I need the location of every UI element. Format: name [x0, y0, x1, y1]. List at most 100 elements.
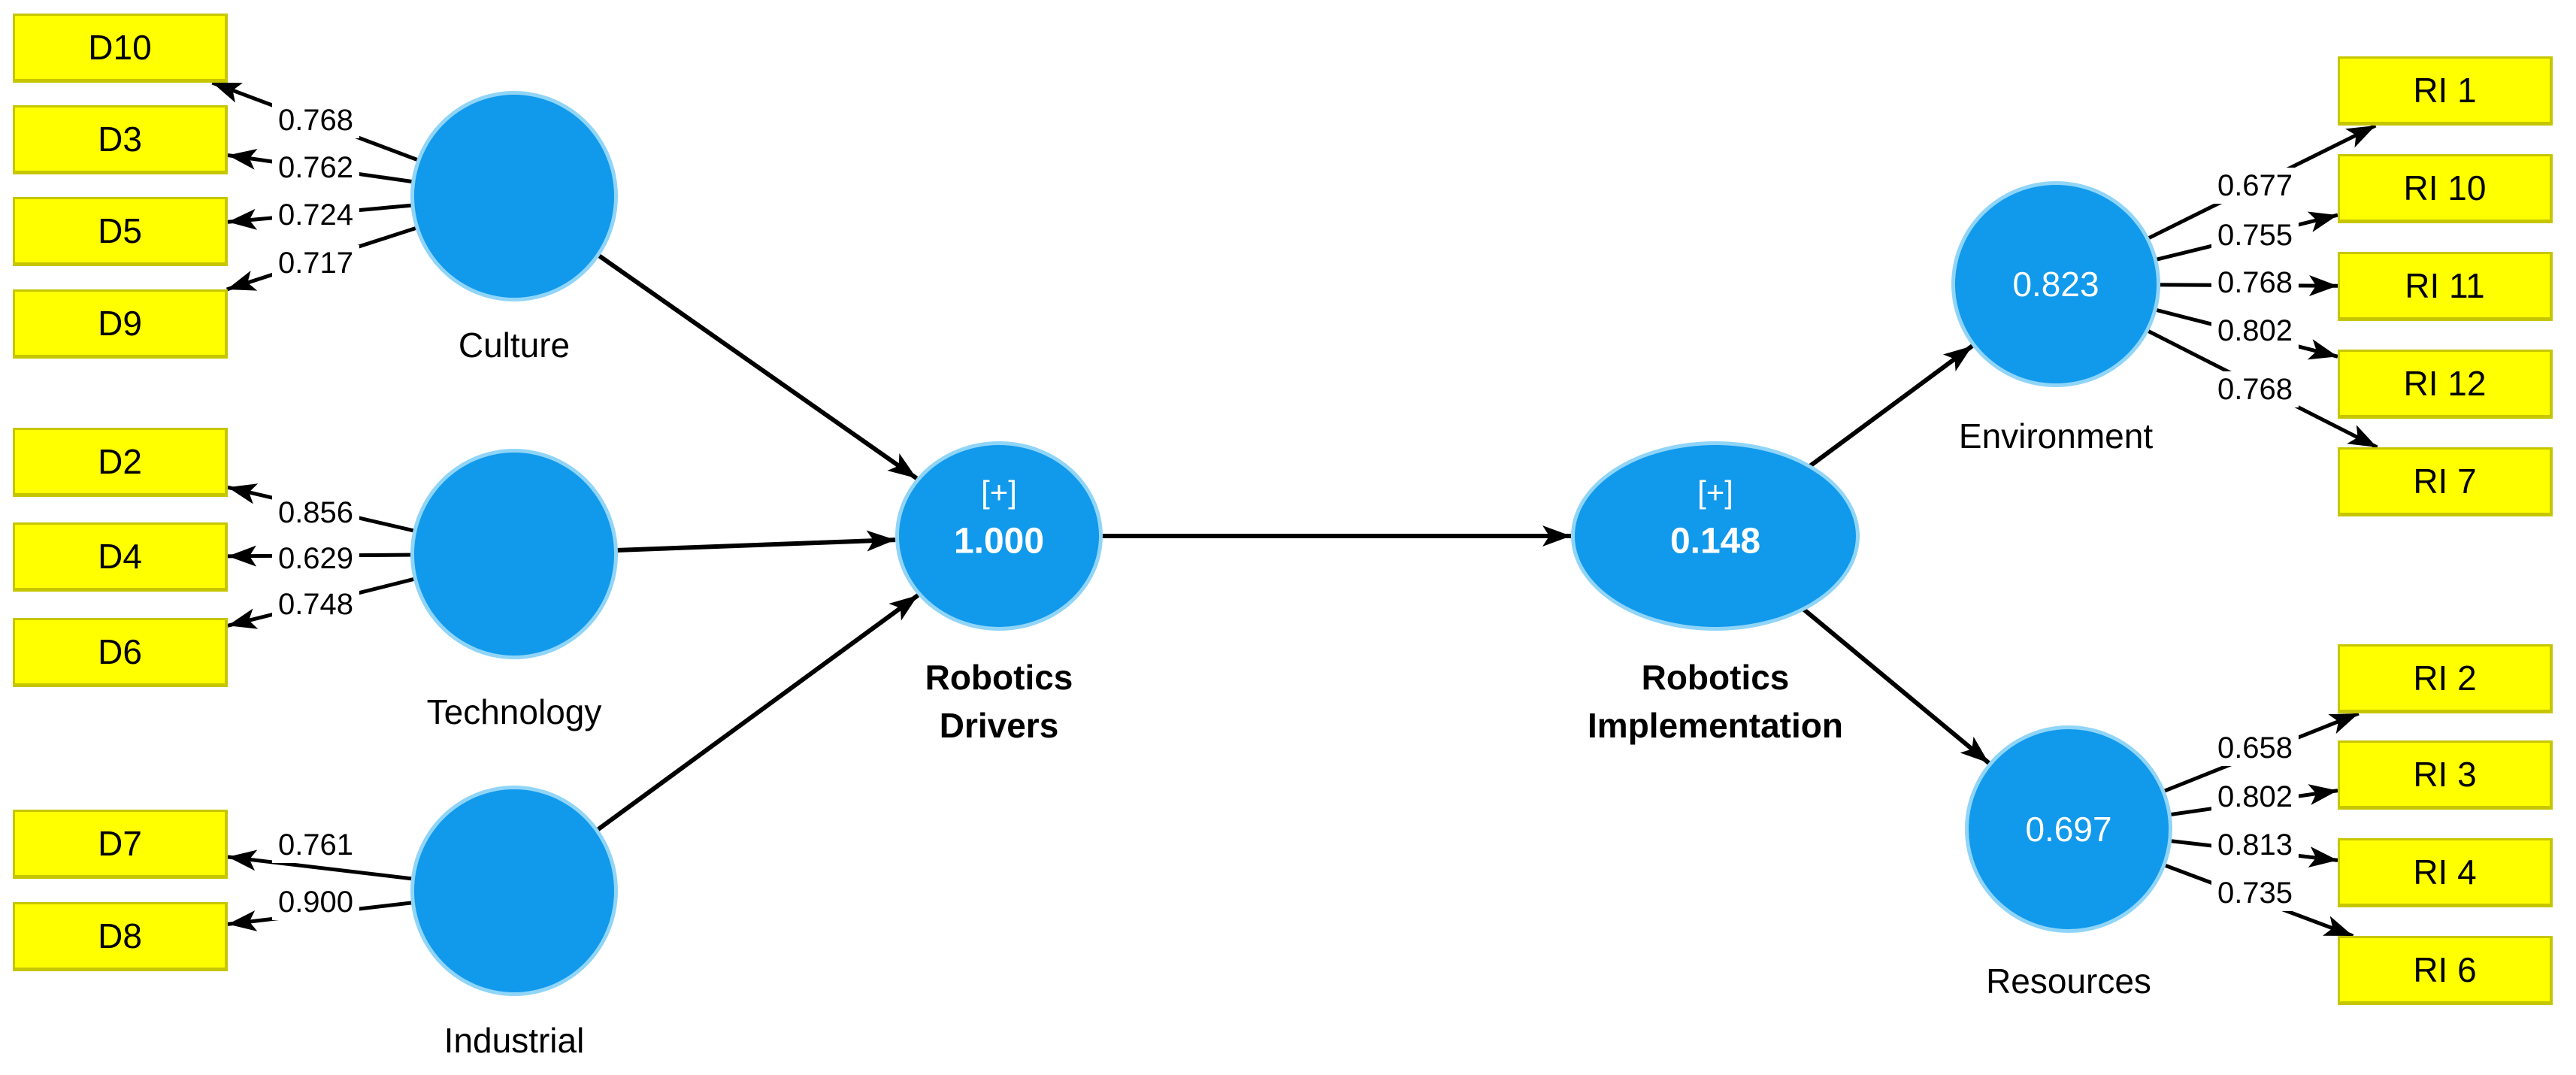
indicator-box-RI11[interactable]: RI 11 — [2338, 252, 2553, 321]
indicator-label: D6 — [98, 632, 142, 671]
construct-label-technology: Technology — [427, 688, 602, 736]
indicator-label: D3 — [98, 120, 142, 159]
loading-value-text: 0.761 — [277, 828, 354, 862]
construct-culture[interactable] — [410, 91, 618, 301]
construct-label-environment: Environment — [1959, 412, 2153, 460]
construct-value: 0.148 — [1669, 521, 1761, 562]
loading-value-text: 0.717 — [277, 247, 354, 280]
loading-value-RI12: 0.802 — [2211, 313, 2299, 349]
loading-value-D6: 0.748 — [271, 586, 360, 622]
loading-value-RI6: 0.735 — [2211, 875, 2299, 911]
loading-value-text: 0.629 — [277, 542, 354, 575]
loading-value-text: 0.768 — [277, 104, 354, 137]
loading-value-D4: 0.629 — [271, 541, 360, 577]
indicator-label: D2 — [98, 442, 142, 481]
loading-value-RI11: 0.768 — [2211, 265, 2299, 301]
loading-value-D10: 0.768 — [271, 102, 360, 138]
indicator-label: D4 — [98, 537, 142, 576]
indicator-box-RI7[interactable]: RI 7 — [2338, 447, 2553, 516]
indicator-label: RI 2 — [2413, 659, 2477, 698]
construct-label-line: Drivers — [939, 706, 1059, 745]
indicator-label: RI 10 — [2403, 168, 2487, 207]
indicator-label: D5 — [98, 211, 142, 250]
indicator-label: D7 — [98, 824, 142, 863]
indicator-box-RI3[interactable]: RI 3 — [2338, 740, 2553, 810]
loading-value-RI2: 0.658 — [2211, 730, 2299, 766]
indicator-label: RI 3 — [2413, 755, 2477, 794]
loading-value-RI1: 0.677 — [2211, 168, 2299, 204]
indicator-box-D3[interactable]: D3 — [13, 105, 228, 174]
loading-value-text: 0.755 — [2217, 219, 2293, 252]
indicator-label: RI 11 — [2405, 266, 2485, 305]
construct-robotics_implementation[interactable]: [+] 0.148 — [1571, 441, 1860, 631]
loading-value-text: 0.677 — [2217, 169, 2293, 202]
loading-value-text: 0.802 — [2217, 314, 2293, 347]
indicator-label: RI 6 — [2413, 950, 2477, 989]
construct-label-line: Culture — [458, 326, 571, 365]
construct-environment[interactable]: 0.823 — [1951, 181, 2160, 387]
construct-industrial[interactable] — [410, 786, 618, 996]
indicator-box-D10[interactable]: D10 — [13, 14, 228, 83]
loading-value-text: 0.802 — [2217, 780, 2293, 813]
loading-value-D8: 0.900 — [271, 884, 360, 920]
indicator-label: RI 7 — [2413, 462, 2477, 501]
loading-value-text: 0.900 — [277, 886, 354, 919]
loading-value-text: 0.724 — [277, 198, 354, 232]
construct-value: 1.000 — [953, 521, 1045, 562]
loading-value-D9: 0.717 — [271, 245, 360, 281]
loading-value-text: 0.856 — [277, 496, 354, 529]
indicator-label: D10 — [88, 28, 152, 67]
construct-label-line: Robotics — [925, 658, 1073, 697]
loading-value-RI3: 0.802 — [2211, 779, 2299, 815]
construct-resources[interactable]: 0.697 — [1965, 725, 2172, 933]
construct-label-line: Implementation — [1588, 706, 1843, 745]
construct-value: 0.823 — [2012, 265, 2099, 304]
construct-label-line: Environment — [1958, 416, 2154, 456]
construct-label-industrial: Industrial — [444, 1016, 585, 1064]
construct-label-line: Robotics — [1641, 658, 1790, 697]
construct-label-culture: Culture — [459, 321, 570, 369]
indicator-box-D6[interactable]: D6 — [13, 618, 228, 687]
indicator-box-RI1[interactable]: RI 1 — [2338, 56, 2553, 126]
loading-value-D3: 0.762 — [271, 150, 360, 186]
weighting-badge: [+] — [1697, 474, 1733, 510]
indicator-box-RI10[interactable]: RI 10 — [2338, 154, 2553, 223]
loading-value-D2: 0.856 — [271, 495, 360, 531]
indicator-box-D5[interactable]: D5 — [13, 197, 228, 266]
indicator-box-RI2[interactable]: RI 2 — [2338, 644, 2553, 713]
loading-value-RI4: 0.813 — [2211, 827, 2299, 863]
loading-value-D5: 0.724 — [271, 197, 360, 233]
indicator-box-D7[interactable]: D7 — [13, 810, 228, 879]
indicator-box-RI6[interactable]: RI 6 — [2338, 936, 2553, 1005]
indicator-box-D9[interactable]: D9 — [13, 289, 228, 359]
construct-technology[interactable] — [410, 449, 618, 659]
loading-value-text: 0.768 — [2217, 373, 2293, 406]
loading-value-text: 0.762 — [277, 151, 354, 184]
construct-label-line: Resources — [1986, 961, 2151, 1001]
indicator-box-D8[interactable]: D8 — [13, 902, 228, 971]
construct-label-line: Industrial — [443, 1021, 585, 1060]
loading-value-text: 0.813 — [2217, 828, 2293, 862]
loading-value-text: 0.658 — [2217, 731, 2293, 765]
indicator-label: RI 12 — [2403, 364, 2487, 403]
loading-value-text: 0.748 — [277, 588, 354, 621]
loading-value-RI7: 0.768 — [2211, 371, 2299, 407]
indicator-box-RI4[interactable]: RI 4 — [2338, 838, 2553, 907]
indicator-label: D8 — [98, 916, 142, 955]
indicator-label: D9 — [98, 304, 142, 343]
construct-label-resources: Resources — [1986, 957, 2151, 1005]
indicator-label: RI 4 — [2413, 852, 2477, 892]
loading-value-D7: 0.761 — [271, 827, 360, 863]
loading-value-text: 0.768 — [2217, 266, 2293, 299]
construct-robotics_drivers[interactable]: [+] 1.000 — [895, 441, 1103, 631]
indicator-box-D4[interactable]: D4 — [13, 522, 228, 592]
indicator-box-D2[interactable]: D2 — [13, 428, 228, 497]
indicator-box-RI12[interactable]: RI 12 — [2338, 350, 2553, 419]
indicator-label: RI 1 — [2413, 71, 2477, 110]
loading-value-RI10: 0.755 — [2211, 217, 2299, 253]
weighting-badge: [+] — [981, 474, 1017, 510]
construct-value: 0.697 — [2025, 810, 2112, 849]
